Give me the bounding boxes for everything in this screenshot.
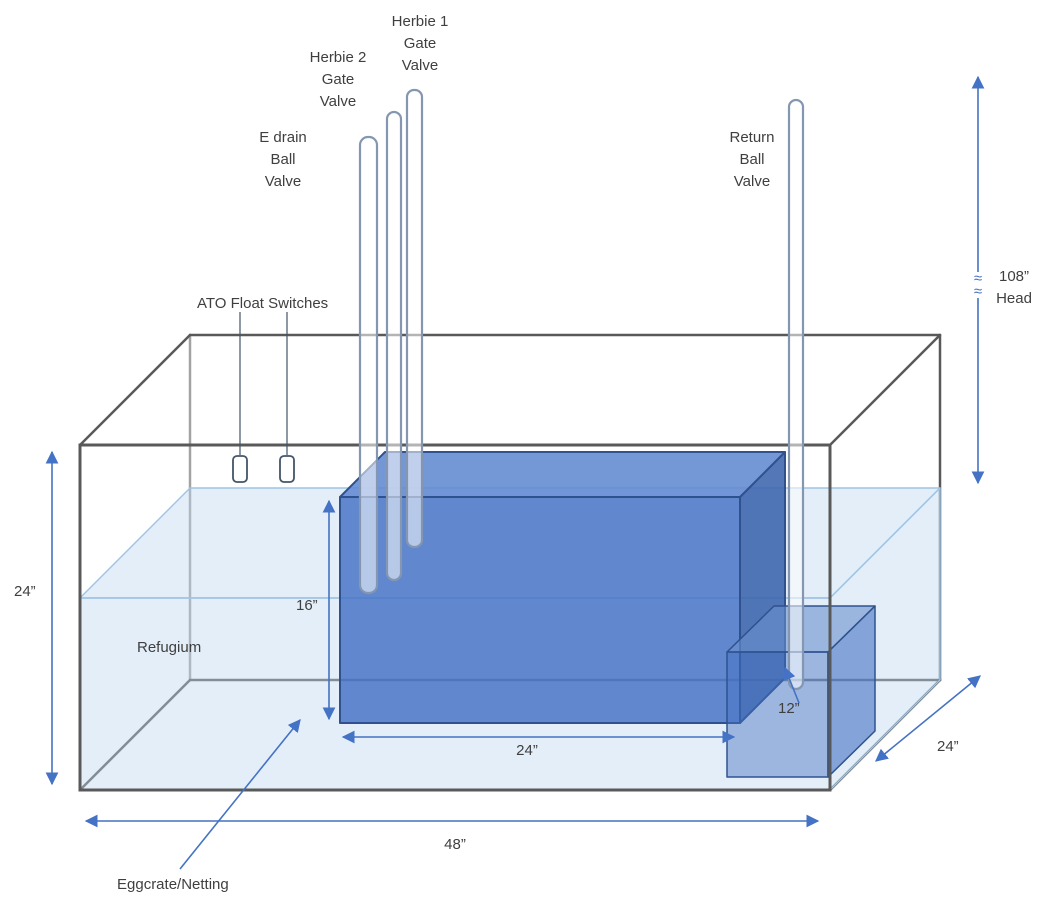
dim-tank-depth-arrow [875,675,981,762]
ato-float-switches [232,312,295,483]
label-line: E drain [259,129,307,146]
label-line: Gate [403,35,437,52]
inner-box-front-face [339,496,741,724]
label-ato-float-switches: ATO Float Switches [197,295,329,312]
dim-tank-depth-label: 24” [937,738,959,755]
label-line: Herbie 1 [391,13,449,30]
dim-tank-length-label: 48” [444,836,466,853]
return-pipe [787,98,805,691]
label-herbie1-gate-valve: Herbie 1 Gate Valve [375,11,465,77]
label-herbie2-gate-valve: Herbie 2 Gate Valve [293,47,383,113]
label-line: Herbie 2 [309,49,367,66]
label-line: Ball [270,151,296,168]
label-line: Ball [739,151,765,168]
dim-head-label: 108” Head [988,266,1040,310]
herbie2-pipe [385,110,403,582]
eggcrate-leader-arrow [179,719,301,870]
dim-tank-height-label: 24” [14,583,36,600]
label-line: Valve [401,57,439,74]
ato-float-switch [279,455,295,483]
dim-box-width-label: 24” [516,742,538,759]
label-line: Valve [264,173,302,190]
dim-small-box-label: 12” [778,700,800,717]
dimension-break-symbol: ≈ ≈ [965,271,991,299]
ato-float-switch [232,455,248,483]
label-line: Gate [321,71,355,88]
dim-small-box-arrow [783,666,800,704]
label-line: 108” [998,268,1030,285]
label-e-drain-ball-valve: E drain Ball Valve [238,127,328,193]
label-return-ball-valve: Return Ball Valve [707,127,797,193]
label-line: Head [996,290,1032,307]
label-refugium: Refugium [137,639,202,656]
label-eggcrate-netting: Eggcrate/Netting [117,876,229,893]
dim-box-height-label: 16” [296,597,318,614]
label-line: Valve [319,93,357,110]
label-line: Return [729,129,775,146]
e-drain-pipe [358,135,379,595]
label-line: Valve [733,173,771,190]
herbie1-pipe [405,88,424,549]
tank-front-frame [78,443,832,792]
pipes [358,88,805,691]
